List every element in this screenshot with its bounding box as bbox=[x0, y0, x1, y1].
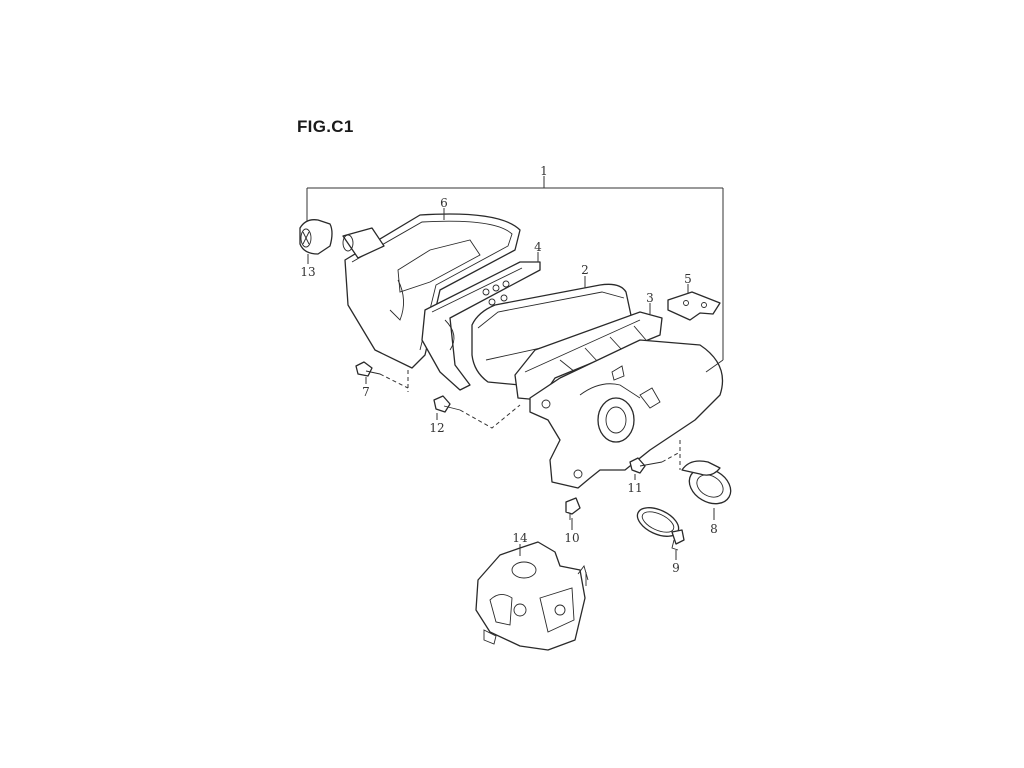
callout-4: 4 bbox=[534, 240, 542, 254]
part-9-hose-clamp bbox=[636, 507, 685, 560]
figure-title: FIG.C1 bbox=[297, 117, 354, 136]
part-2-air-filter bbox=[471, 276, 633, 386]
callout-2: 2 bbox=[581, 263, 589, 277]
callout-7: 7 bbox=[362, 385, 370, 399]
callout-12: 12 bbox=[429, 421, 444, 435]
part-14-housing bbox=[475, 541, 589, 651]
part-11-bolt bbox=[629, 451, 681, 480]
part-5-bracket bbox=[667, 284, 721, 321]
callout-labels: 1 2 3 4 5 6 7 8 9 10 11 12 13 14 bbox=[300, 164, 717, 575]
airbox-lower-case bbox=[529, 339, 724, 489]
part-6-airbox-cover bbox=[342, 208, 521, 369]
callout-14: 14 bbox=[512, 531, 528, 545]
callout-6: 6 bbox=[440, 196, 448, 210]
callout-10: 10 bbox=[564, 531, 579, 545]
part-4-gasket-plate bbox=[421, 252, 541, 391]
part-8-intake-boot bbox=[679, 440, 732, 520]
callout-9: 9 bbox=[672, 561, 680, 575]
part-13-filter-cap bbox=[299, 219, 333, 264]
callout-1: 1 bbox=[540, 164, 548, 178]
callout-8: 8 bbox=[710, 522, 718, 536]
part-12-bolt bbox=[433, 395, 521, 429]
part-10-drain-plug bbox=[565, 497, 581, 530]
part-3-filter-frame bbox=[514, 303, 663, 401]
callout-5: 5 bbox=[684, 272, 692, 286]
callout-11: 11 bbox=[627, 481, 642, 495]
callout-3: 3 bbox=[646, 291, 654, 305]
assembly-bracket bbox=[306, 176, 724, 360]
part-7-bolt bbox=[355, 361, 409, 392]
callout-13: 13 bbox=[300, 265, 315, 279]
